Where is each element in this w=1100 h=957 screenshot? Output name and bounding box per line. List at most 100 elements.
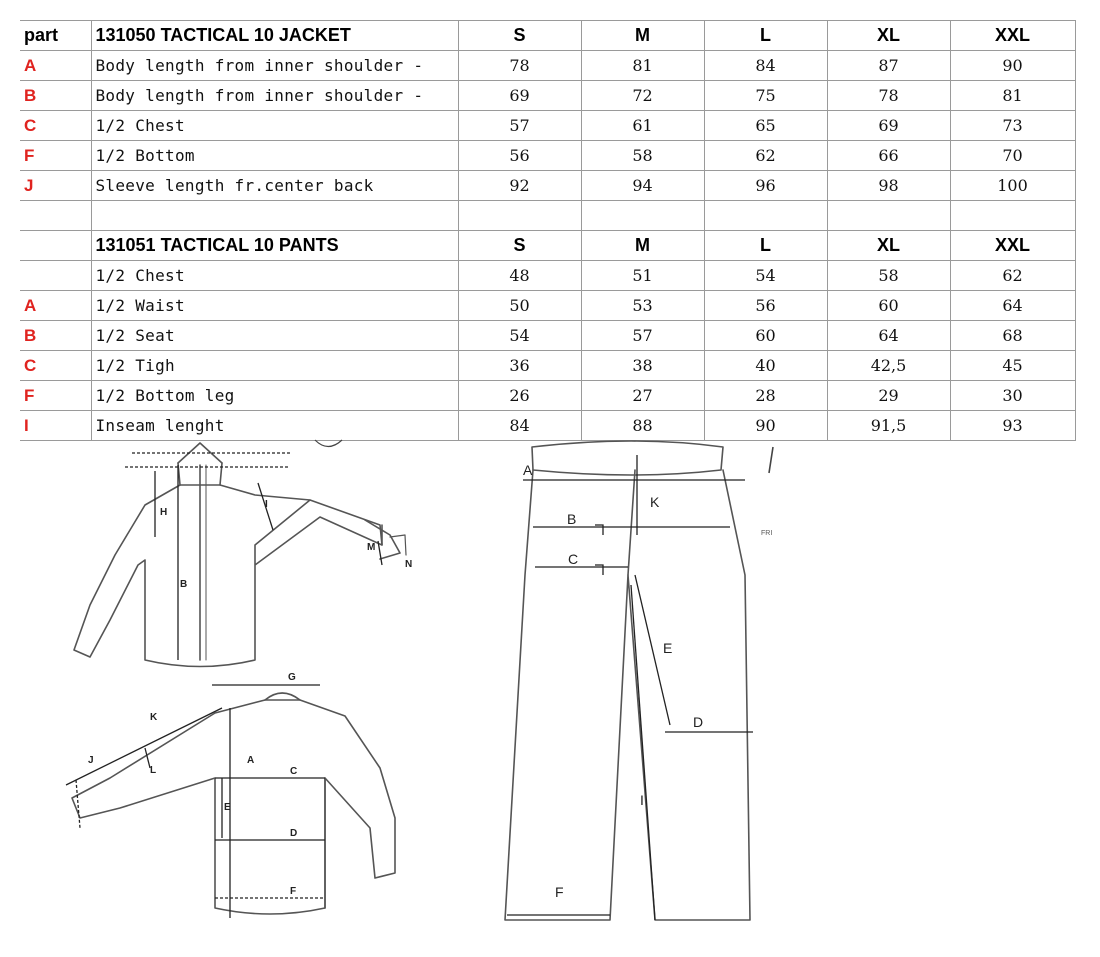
size-header-xl: XL — [826, 230, 951, 261]
size-value: 78 — [457, 50, 582, 81]
label-k: K — [650, 494, 660, 510]
spacer-row — [20, 200, 1076, 231]
table-row: A Body length from inner shoulder - 78 8… — [20, 50, 1076, 81]
label-j: J — [88, 755, 94, 766]
pants-diagram: A K B C E D I F FRI — [504, 440, 774, 921]
size-value: 36 — [457, 350, 582, 381]
measurement-description: 1/2 Bottom — [90, 140, 459, 171]
label-d: D — [290, 828, 297, 839]
label-f: F — [555, 884, 564, 900]
size-header-xl: XL — [826, 20, 951, 51]
size-value: 40 — [703, 350, 828, 381]
size-value: 81 — [580, 50, 705, 81]
measurement-description: Inseam lenght — [90, 410, 459, 441]
size-value: 68 — [949, 320, 1076, 351]
jacket-title: 131050 TACTICAL 10 JACKET — [90, 20, 459, 51]
table-row: B Body length from inner shoulder - 69 7… — [20, 80, 1076, 111]
size-value: 98 — [826, 170, 951, 201]
size-header-m: M — [580, 230, 705, 261]
table-row: I Inseam lenght 84 88 90 91,5 93 — [20, 410, 1076, 441]
size-value: 84 — [457, 410, 582, 441]
size-value: 57 — [457, 110, 582, 141]
size-value: 84 — [703, 50, 828, 81]
size-value: 72 — [580, 80, 705, 111]
label-e: E — [663, 640, 672, 656]
fragment-text: FRI — [761, 530, 772, 537]
size-value: 75 — [703, 80, 828, 111]
part-code: C — [20, 110, 92, 141]
table-row: J Sleeve length fr.center back 92 94 96 … — [20, 170, 1076, 201]
jacket-header-row: part 131050 TACTICAL 10 JACKET S M L XL … — [20, 20, 1076, 51]
size-value: 64 — [826, 320, 951, 351]
size-value: 42,5 — [826, 350, 951, 381]
size-value: 64 — [949, 290, 1076, 321]
size-value: 61 — [580, 110, 705, 141]
size-value: 48 — [457, 260, 582, 291]
size-value: 51 — [580, 260, 705, 291]
part-code: C — [20, 350, 92, 381]
table-row: F 1/2 Bottom 56 58 62 66 70 — [20, 140, 1076, 171]
pants-title: 131051 TACTICAL 10 PANTS — [90, 230, 459, 261]
size-value: 94 — [580, 170, 705, 201]
size-value: 96 — [703, 170, 828, 201]
label-i: I — [640, 792, 644, 808]
measurement-description: 1/2 Waist — [90, 290, 459, 321]
size-value: 90 — [949, 50, 1076, 81]
size-value: 70 — [949, 140, 1076, 171]
size-value: 28 — [703, 380, 828, 411]
size-value: 29 — [826, 380, 951, 411]
pants-header-row: 131051 TACTICAL 10 PANTS S M L XL XXL — [20, 230, 1076, 261]
size-value: 69 — [457, 80, 582, 111]
part-code — [20, 260, 92, 291]
label-k: K — [150, 712, 158, 723]
label-e: E — [224, 802, 231, 813]
label-g: G — [288, 672, 296, 683]
label-a: A — [523, 462, 533, 478]
size-value: 27 — [580, 380, 705, 411]
measurement-description: 1/2 Bottom leg — [90, 380, 459, 411]
part-code: B — [20, 80, 92, 111]
label-c: C — [290, 766, 297, 777]
table-row: B 1/2 Seat 54 57 60 64 68 — [20, 320, 1076, 351]
size-value: 91,5 — [826, 410, 951, 441]
size-value: 54 — [703, 260, 828, 291]
size-value: 78 — [826, 80, 951, 111]
size-value: 92 — [457, 170, 582, 201]
part-code: F — [20, 380, 92, 411]
table-row: C 1/2 Tigh 36 38 40 42,5 45 — [20, 350, 1076, 381]
size-chart-table: part 131050 TACTICAL 10 JACKET S M L XL … — [20, 20, 1076, 441]
size-header-l: L — [703, 20, 828, 51]
size-value: 69 — [826, 110, 951, 141]
size-header-xxl: XXL — [949, 230, 1076, 261]
label-n: N — [405, 559, 412, 570]
size-value: 88 — [580, 410, 705, 441]
size-value: 66 — [826, 140, 951, 171]
size-value: 54 — [457, 320, 582, 351]
jacket-back-diagram: G K J L A C E D F — [65, 672, 396, 918]
part-code: A — [20, 50, 92, 81]
label-h: H — [160, 507, 167, 518]
size-value: 93 — [949, 410, 1076, 441]
measurement-description: 1/2 Seat — [90, 320, 459, 351]
label-f: F — [290, 886, 296, 897]
size-value: 100 — [949, 170, 1076, 201]
size-header-xxl: XXL — [949, 20, 1076, 51]
size-value: 53 — [580, 290, 705, 321]
label-l: L — [150, 765, 156, 776]
table-row: A 1/2 Waist 50 53 56 60 64 — [20, 290, 1076, 321]
label-a: A — [247, 755, 254, 766]
size-value: 57 — [580, 320, 705, 351]
table-row: C 1/2 Chest 57 61 65 69 73 — [20, 110, 1076, 141]
size-value: 60 — [703, 320, 828, 351]
measurement-description: 1/2 Chest — [90, 260, 459, 291]
label-i: I — [265, 499, 268, 510]
part-code: A — [20, 290, 92, 321]
measurement-description: 1/2 Chest — [90, 110, 459, 141]
part-column-header: part — [20, 20, 92, 51]
table-row: F 1/2 Bottom leg 26 27 28 29 30 — [20, 380, 1076, 411]
size-header-l: L — [703, 230, 828, 261]
measurement-description: 1/2 Tigh — [90, 350, 459, 381]
size-value: 26 — [457, 380, 582, 411]
size-value: 58 — [580, 140, 705, 171]
size-value: 50 — [457, 290, 582, 321]
